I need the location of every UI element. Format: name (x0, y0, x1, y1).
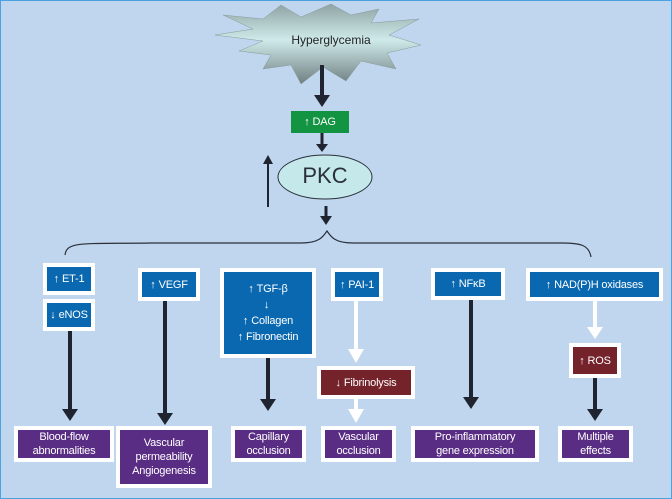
outcome-line: gene expression (436, 445, 514, 457)
collagen-label: Collagen (251, 315, 294, 327)
down-arrow-icon: ↓ (335, 376, 342, 389)
down-arrow-icon: ↓ (50, 309, 56, 321)
pai1-box: ↑ PAI-1 (331, 268, 383, 301)
outcome-line: Vascular (338, 431, 379, 443)
up-arrow-icon: ↑ (339, 278, 346, 291)
pai1-label: PAI-1 (348, 278, 374, 291)
outcome-line: Capillary (248, 431, 289, 443)
outcome-line: Angiogenesis (132, 465, 196, 477)
arrowhead (320, 216, 332, 225)
outcome-vascular-occlusion: Vascular occlusion (321, 426, 396, 462)
leads-to-row: ↓ (264, 298, 272, 312)
outcome-line: Multiple (577, 431, 614, 443)
tgf-beta-label: TGF-β (256, 283, 288, 295)
arrowhead (314, 95, 330, 107)
up-arrow-icon: ↑ (248, 283, 254, 295)
arrowhead (263, 155, 273, 164)
outcome-blood-flow: Blood-flow abnormalities (14, 426, 114, 462)
outcome-line: occlusion (246, 445, 291, 457)
hyperglycemia-burst-shape (214, 3, 422, 85)
arrowhead (348, 349, 364, 363)
nadph-oxidases-box: ↑ NAD(P)H oxidases (526, 268, 663, 301)
up-arrow-icon: ↑ (53, 273, 60, 285)
up-arrow-icon: ↑ (242, 315, 249, 327)
tgf-beta-box: ↑TGF-β ↓ ↑Collagen ↑Fibronectin (220, 268, 316, 358)
up-arrow-icon: ↑ (450, 278, 456, 290)
outcome-line: permeability (135, 451, 193, 463)
pkc-ellipse (277, 154, 373, 200)
arrowhead (463, 397, 479, 409)
tgf-beta-row: ↑TGF-β (248, 282, 288, 296)
ros-box: ↑ ROS (569, 343, 621, 378)
et1-label: ET-1 (61, 273, 85, 285)
fibrinolysis-label: Fibrinolysis (343, 376, 397, 389)
dag-label: DAG (312, 116, 336, 128)
nadph-oxidases-label: NAD(P)H oxidases (554, 278, 644, 291)
outcome-line: occlusion (336, 445, 381, 457)
curly-brace (64, 229, 592, 258)
vegf-label: VEGF (158, 278, 188, 291)
fibronectin-row: ↑Fibronectin (238, 330, 299, 344)
collagen-row: ↑Collagen (243, 314, 293, 328)
up-arrow-icon: ↑ (150, 278, 156, 291)
arrowhead (260, 399, 276, 411)
dag-box: ↑ DAG (291, 111, 349, 133)
arrowhead (587, 327, 603, 339)
nfkb-box: ↑ NFκB (431, 268, 505, 300)
fibronectin-label: Fibronectin (246, 331, 299, 343)
nfkb-label: NFκB (458, 278, 486, 290)
pkc-label: PKC (302, 163, 348, 188)
enos-box: ↓ eNOS (43, 299, 95, 331)
fibrinolysis-box: ↓ Fibrinolysis (317, 366, 415, 399)
arrowhead (62, 409, 78, 421)
outcome-pro-inflammatory: Pro-inflammatory gene expression (411, 426, 539, 462)
up-arrow-icon: ↑ (545, 278, 552, 291)
outcome-line: Blood-flow (39, 431, 89, 443)
up-arrow-icon: ↑ (579, 354, 585, 367)
up-arrow-icon: ↑ (237, 331, 244, 343)
outcome-line: Pro-inflammatory (434, 431, 516, 443)
vegf-box: ↑ VEGF (138, 268, 200, 301)
arrowhead (316, 144, 328, 152)
outcome-line: effects (580, 445, 611, 457)
outcome-capillary-occlusion: Capillary occlusion (231, 426, 306, 462)
arrowhead (348, 409, 364, 423)
outcome-line: Vascular (143, 437, 185, 449)
hyperglycemia-label: Hyperglycemia (291, 33, 371, 47)
outcome-multiple-effects: Multiple effects (558, 426, 633, 462)
up-arrow-icon: ↑ (304, 116, 310, 128)
et1-box: ↑ ET-1 (43, 263, 95, 295)
down-arrow-icon: ↓ (263, 299, 270, 311)
arrowhead (587, 409, 603, 421)
outcome-line: abnormalities (32, 445, 96, 457)
arrowhead (157, 413, 173, 425)
enos-label: eNOS (58, 309, 88, 321)
ros-label: ROS (587, 354, 611, 367)
